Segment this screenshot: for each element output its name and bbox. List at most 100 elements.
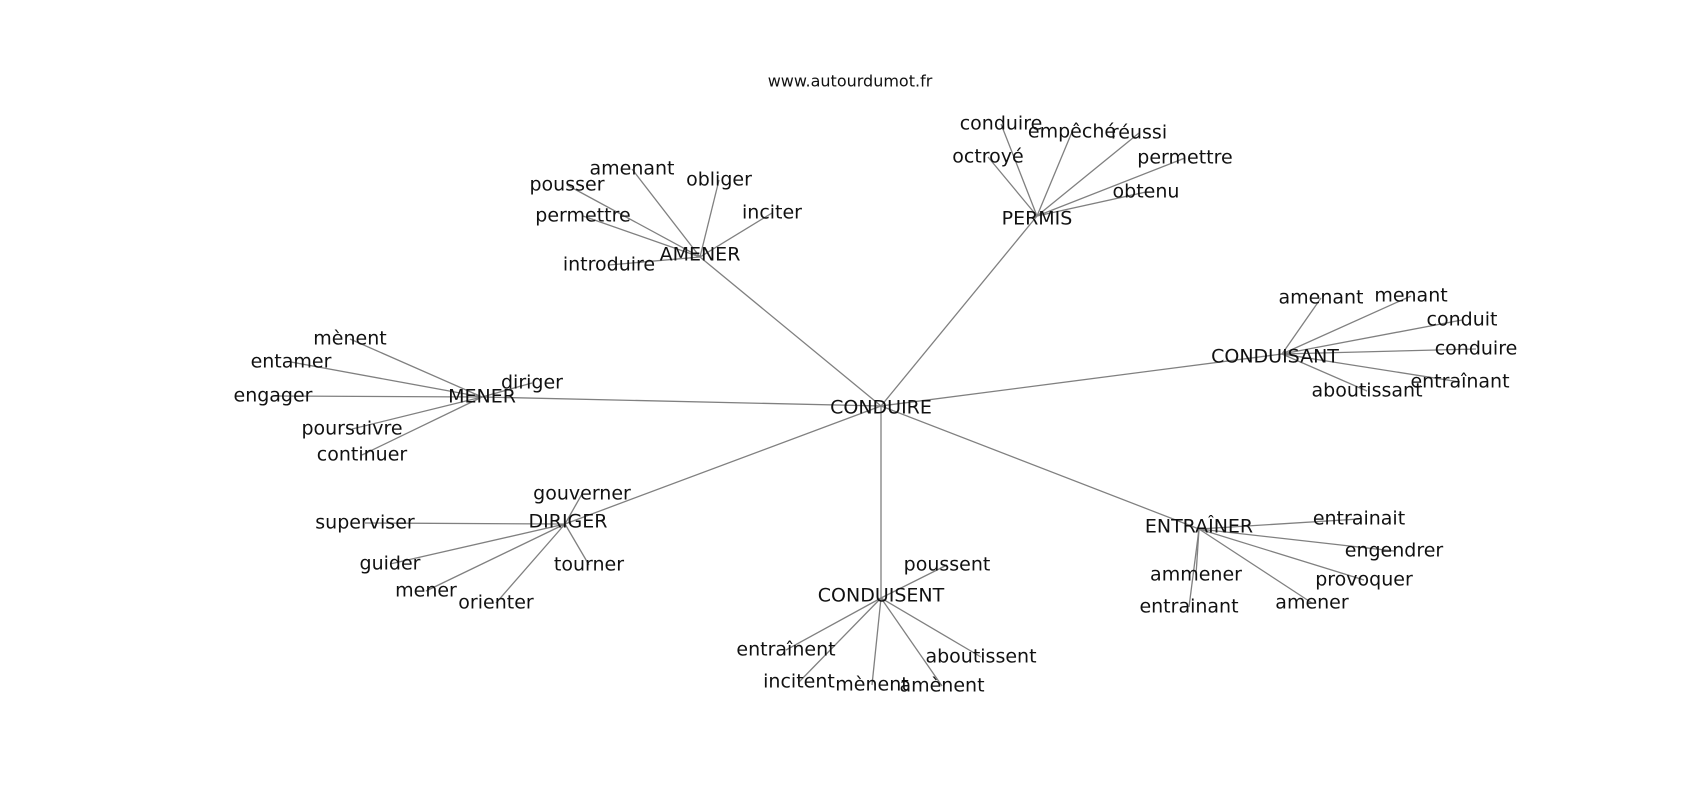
word-node-permis-0[interactable]: conduire [960,113,1043,135]
word-node-conduisent-5[interactable]: aboutissent [925,646,1036,668]
edge-permis-0 [1000,123,1038,217]
word-node-conduisant-1[interactable]: menant [1374,285,1447,307]
word-node-permis-5[interactable]: obtenu [1113,181,1180,203]
word-node-entrainer-2[interactable]: ammener [1150,564,1242,586]
word-node-diriger-2[interactable]: guider [360,553,421,575]
edge-root-entrainer [880,405,1200,530]
edge-root-permis [880,215,1038,407]
word-node-permis-1[interactable]: empêché [1028,121,1116,143]
word-node-diriger-3[interactable]: mener [395,580,457,602]
edge-diriger-5 [564,523,590,566]
word-node-amener-2[interactable]: obliger [686,169,752,191]
edge-conduisent-2 [798,597,882,683]
edge-conduisant-3 [1281,348,1477,355]
edge-mener-1 [290,361,483,398]
edge-root-conduisant [880,353,1283,407]
word-node-entrainer-4[interactable]: entrainant [1139,596,1238,618]
hub-node-permis[interactable]: PERMIS [1002,208,1073,230]
word-node-conduisant-5[interactable]: aboutissant [1311,380,1422,402]
edge-diriger-1 [364,522,566,525]
edge-permis-4 [1036,157,1186,217]
word-node-permis-3[interactable]: octroyé [952,146,1023,168]
edge-amener-1 [566,184,701,258]
edge-permis-2 [1036,132,1140,217]
word-node-mener-4[interactable]: poursuivre [301,418,402,440]
word-node-amener-5[interactable]: introduire [563,254,655,276]
word-node-mener-1[interactable]: entamer [251,351,332,373]
word-node-conduisent-2[interactable]: incitent [763,671,835,693]
edge-permis-3 [987,156,1038,217]
word-node-mener-5[interactable]: continuer [317,444,408,466]
word-node-entrainer-1[interactable]: engendrer [1345,540,1444,562]
hub-node-amener[interactable]: AMENER [660,244,741,266]
edge-conduisent-0 [880,564,948,599]
edge-mener-2 [272,395,483,398]
word-node-permis-2[interactable]: réussi [1111,122,1167,144]
hub-node-diriger[interactable]: DIRIGER [529,511,608,533]
word-node-conduisant-4[interactable]: entraînant [1410,371,1509,393]
edge-entrainer-0 [1198,518,1360,530]
edge-entrainer-5 [1198,528,1313,604]
label-layer: www.autourdumot.fr CONDUIRE AMENER amenan… [234,72,1518,697]
edge-mener-5 [361,396,483,456]
edge-root-amener [699,256,882,407]
edge-conduisant-5 [1281,353,1368,392]
word-node-amener-1[interactable]: pousser [529,174,604,196]
word-node-amener-3[interactable]: inciter [742,202,802,224]
edge-diriger-0 [564,493,583,525]
edge-entrainer-1 [1198,528,1395,552]
edge-diriger-4 [495,523,566,604]
word-node-conduisent-3[interactable]: mènent [835,674,908,696]
edge-conduisent-1 [785,597,882,651]
word-node-amener-0[interactable]: amenant [589,158,674,180]
edge-mener-3 [481,382,533,398]
site-url: www.autourdumot.fr [768,72,933,91]
edge-amener-5 [608,256,701,266]
edge-diriger-3 [425,523,566,592]
edge-conduisent-5 [880,597,982,658]
word-node-diriger-4[interactable]: orienter [458,592,534,614]
word-node-amener-4[interactable]: permettre [535,205,630,227]
word-node-conduisant-3[interactable]: conduire [1435,338,1518,360]
edge-mener-4 [351,396,483,430]
edge-conduisant-0 [1281,297,1322,355]
word-node-conduisent-0[interactable]: poussent [904,554,991,576]
edge-conduisent-4 [880,597,943,687]
word-node-mener-0[interactable]: mènent [313,328,386,350]
word-node-permis-4[interactable]: permettre [1137,147,1232,169]
edge-amener-3 [699,212,773,258]
edge-permis-1 [1036,131,1073,217]
word-node-entrainer-0[interactable]: entrainait [1313,508,1405,530]
edge-amener-4 [582,215,701,258]
word-node-conduisant-2[interactable]: conduit [1427,309,1498,331]
hub-node-entrainer[interactable]: ENTRAÎNER [1145,515,1253,538]
word-node-conduisent-4[interactable]: amènent [899,675,984,697]
edge-conduisent-3 [871,597,882,686]
edge-layer [272,123,1477,687]
hub-node-mener[interactable]: MENER [448,386,516,408]
word-node-entrainer-3[interactable]: provoquer [1315,569,1413,591]
edge-amener-0 [631,168,701,258]
edge-conduisant-4 [1281,353,1461,383]
edge-entrainer-3 [1198,528,1365,581]
edge-root-diriger [564,405,882,525]
word-node-mener-2[interactable]: engager [234,385,313,407]
word-node-diriger-1[interactable]: superviser [315,512,415,534]
hub-node-conduisent[interactable]: CONDUISENT [818,585,945,607]
edge-mener-0 [349,338,483,398]
word-node-diriger-0[interactable]: gouverner [533,483,631,505]
word-node-diriger-5[interactable]: tourner [554,554,624,576]
word-node-entrainer-5[interactable]: amener [1275,592,1349,614]
root-node[interactable]: CONDUIRE [830,397,932,419]
word-node-mener-3[interactable]: diriger [501,372,563,394]
edge-amener-2 [699,179,720,258]
edge-entrainer-4 [1188,528,1200,608]
word-node-conduisent-1[interactable]: entraînent [736,639,835,661]
edge-diriger-2 [389,523,566,565]
edge-conduisant-2 [1281,319,1463,355]
word-node-conduisant-0[interactable]: amenant [1278,287,1363,309]
edge-permis-5 [1036,191,1147,217]
edge-root-mener [481,396,882,407]
hub-node-conduisant[interactable]: CONDUISANT [1211,346,1339,368]
